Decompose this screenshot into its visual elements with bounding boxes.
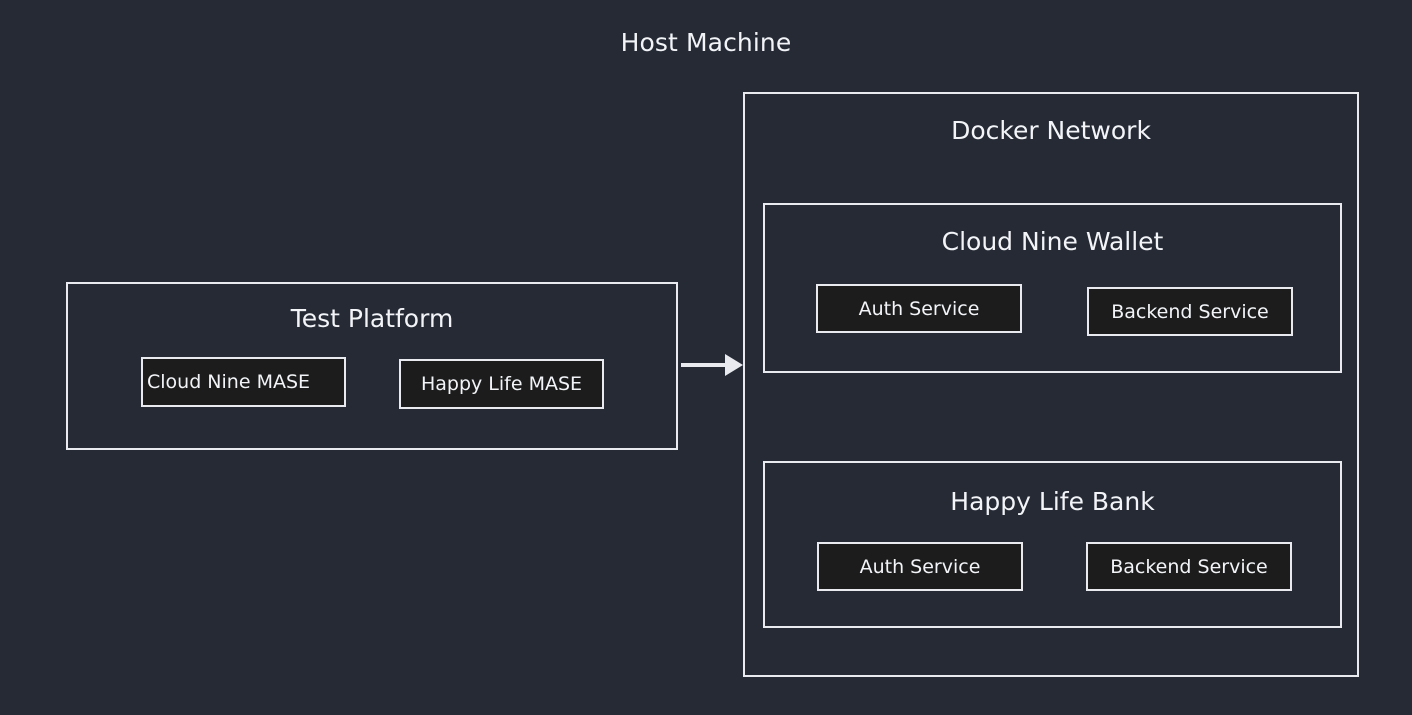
cloud-nine-wallet-backend-service-label: Backend Service [1111, 300, 1269, 323]
cloud-nine-wallet-title: Cloud Nine Wallet [941, 227, 1164, 256]
arrow-shaft [681, 363, 725, 367]
happy-life-bank-backend-service[interactable]: Backend Service [1086, 542, 1292, 591]
node-cloud-nine-mase[interactable]: Cloud Nine MASE [141, 357, 346, 407]
happy-life-bank-group: Happy Life Bank Auth Service Backend Ser… [763, 461, 1342, 628]
arrow-test-platform-to-docker-network [681, 354, 743, 376]
cloud-nine-wallet-backend-service[interactable]: Backend Service [1087, 287, 1293, 336]
happy-life-bank-auth-service-label: Auth Service [859, 555, 981, 578]
node-cloud-nine-mase-label: Cloud Nine MASE [147, 371, 311, 393]
cloud-nine-wallet-auth-service-label: Auth Service [858, 297, 980, 320]
test-platform-container: Test Platform Cloud Nine MASE Happy Life… [66, 282, 678, 450]
happy-life-bank-backend-service-label: Backend Service [1110, 555, 1268, 578]
diagram-title: Host Machine [620, 28, 792, 57]
docker-network-title: Docker Network [951, 116, 1151, 145]
happy-life-bank-title: Happy Life Bank [950, 487, 1155, 516]
node-happy-life-mase-label: Happy Life MASE [420, 373, 583, 395]
test-platform-title: Test Platform [290, 304, 454, 333]
cloud-nine-wallet-group: Cloud Nine Wallet Auth Service Backend S… [763, 203, 1342, 373]
node-happy-life-mase[interactable]: Happy Life MASE [399, 359, 604, 409]
arrow-head-icon [725, 354, 743, 376]
happy-life-bank-auth-service[interactable]: Auth Service [817, 542, 1023, 591]
docker-network-container: Docker Network Cloud Nine Wallet Auth Se… [743, 92, 1359, 677]
cloud-nine-wallet-auth-service[interactable]: Auth Service [816, 284, 1022, 333]
